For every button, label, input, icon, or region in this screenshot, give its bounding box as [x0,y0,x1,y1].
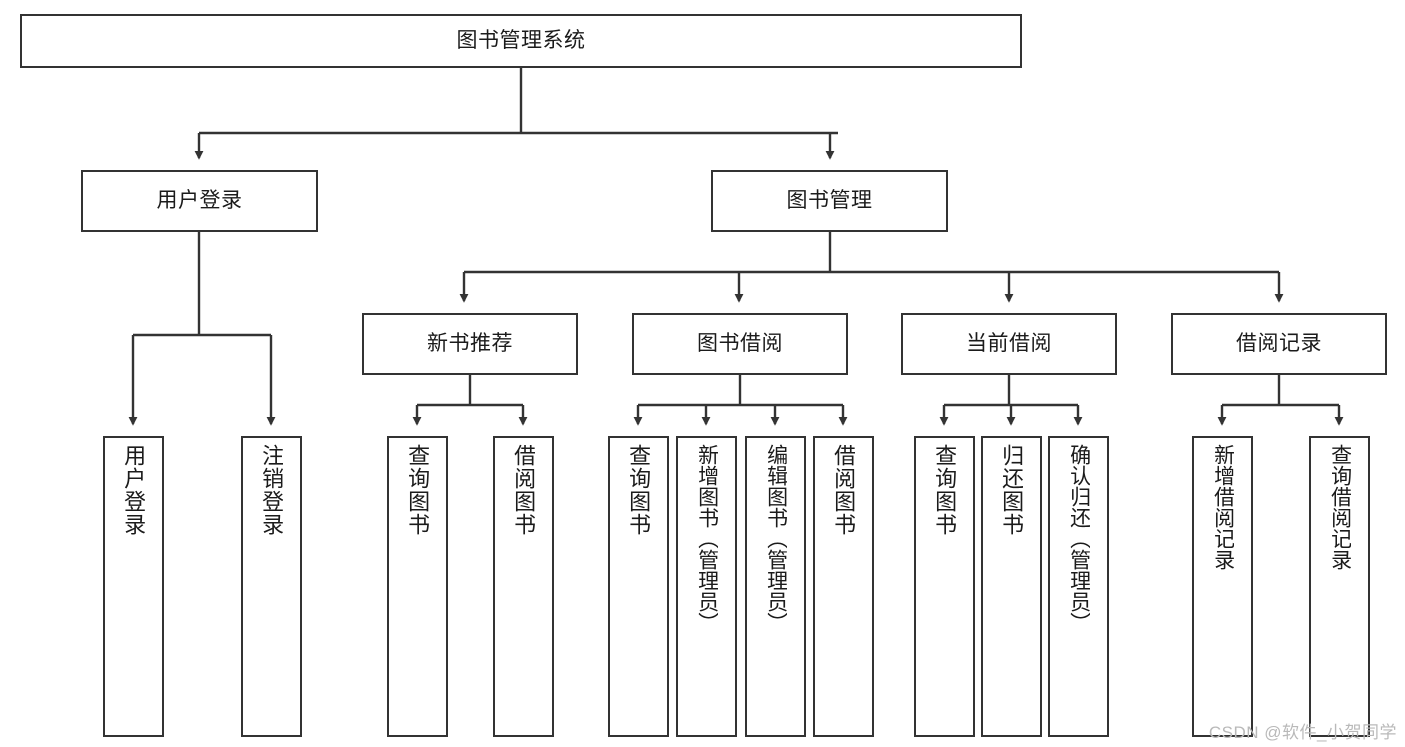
node-leaf-edit-book-label: 编辑图书（管理员） [764,444,787,633]
node-leaf-borrow-book-2[interactable]: 借阅图书 [813,436,874,737]
node-leaf-query-book-2[interactable]: 查询图书 [608,436,669,737]
node-current-borrow[interactable]: 当前借阅 [901,313,1117,375]
node-leaf-user-login-label: 用户登录 [121,444,146,536]
node-leaf-user-logout[interactable]: 注销登录 [241,436,302,737]
node-user-login-label: 用户登录 [156,188,243,212]
node-leaf-confirm-return-label: 确认归还（管理员） [1067,444,1090,633]
node-leaf-return-book[interactable]: 归还图书 [981,436,1042,737]
node-leaf-query-record-label: 查询借阅记录 [1328,444,1351,570]
node-leaf-add-record-label: 新增借阅记录 [1211,444,1234,570]
node-leaf-edit-book[interactable]: 编辑图书（管理员） [745,436,806,737]
node-leaf-confirm-return[interactable]: 确认归还（管理员） [1048,436,1109,737]
node-leaf-user-login[interactable]: 用户登录 [103,436,164,737]
node-leaf-return-book-label: 归还图书 [999,444,1024,536]
node-leaf-add-book[interactable]: 新增图书（管理员） [676,436,737,737]
node-book-borrow-label: 图书借阅 [697,331,783,355]
node-leaf-query-book-3-label: 查询图书 [932,444,957,536]
node-new-book-recommend[interactable]: 新书推荐 [362,313,578,375]
node-leaf-user-logout-label: 注销登录 [259,444,284,536]
csdn-watermark: CSDN @软件_小贺同学 [1208,723,1397,742]
node-leaf-query-book-2-label: 查询图书 [626,444,651,536]
node-current-borrow-label: 当前借阅 [966,331,1052,355]
node-book-manage[interactable]: 图书管理 [711,170,948,232]
node-root[interactable]: 图书管理系统 [20,14,1022,68]
node-borrow-record[interactable]: 借阅记录 [1171,313,1387,375]
node-leaf-borrow-book-1[interactable]: 借阅图书 [493,436,554,737]
node-new-book-recommend-label: 新书推荐 [427,331,513,355]
node-leaf-query-book-1-label: 查询图书 [405,444,430,536]
node-leaf-add-book-label: 新增图书（管理员） [695,444,718,633]
node-user-login[interactable]: 用户登录 [81,170,318,232]
node-book-borrow[interactable]: 图书借阅 [632,313,848,375]
node-leaf-add-record[interactable]: 新增借阅记录 [1192,436,1253,737]
node-leaf-query-book-3[interactable]: 查询图书 [914,436,975,737]
node-borrow-record-label: 借阅记录 [1236,331,1322,355]
node-leaf-borrow-book-2-label: 借阅图书 [831,444,856,536]
node-leaf-borrow-book-1-label: 借阅图书 [511,444,536,536]
node-leaf-query-record[interactable]: 查询借阅记录 [1309,436,1370,737]
node-book-manage-label: 图书管理 [786,188,873,212]
node-leaf-query-book-1[interactable]: 查询图书 [387,436,448,737]
node-root-label: 图书管理系统 [456,28,586,52]
